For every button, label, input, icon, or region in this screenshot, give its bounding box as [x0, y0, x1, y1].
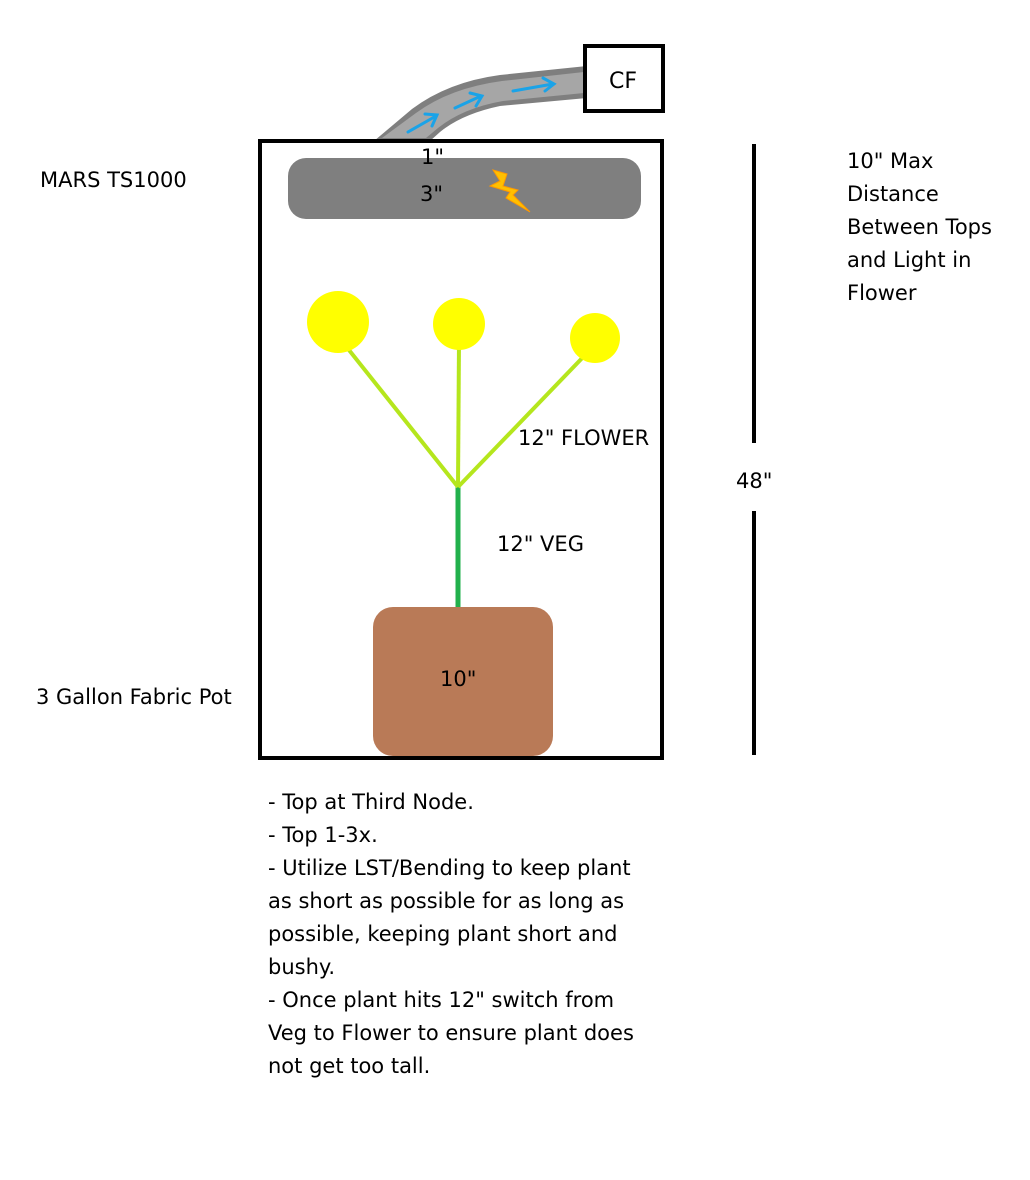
- bud-center: [433, 298, 485, 350]
- light-model-label: MARS TS1000: [40, 168, 187, 192]
- note-line: as short as possible for as long as: [268, 889, 625, 913]
- note-line: Flower: [847, 281, 917, 305]
- pot-size-label: 10": [440, 667, 476, 691]
- branch-right: [456, 350, 590, 489]
- carbon-filter-box: [583, 44, 665, 113]
- carbon-filter-label: CF: [609, 69, 637, 94]
- fabric-pot: [373, 607, 553, 756]
- branch-left: [343, 343, 460, 489]
- grow-notes: - Top at Third Node. - Top 1-3x. - Utili…: [268, 786, 668, 1083]
- pot-name-label: 3 Gallon Fabric Pot: [36, 685, 232, 709]
- light-panel: [288, 158, 641, 219]
- bud-right: [570, 313, 620, 363]
- note-line: - Top at Third Node.: [268, 790, 474, 814]
- plant: [307, 291, 620, 608]
- note-line: - Once plant hits 12" switch from: [268, 988, 615, 1012]
- note-line: - Utilize LST/Bending to keep plant: [268, 856, 631, 880]
- note-line: - Top 1-3x.: [268, 823, 378, 847]
- branch-center: [456, 341, 461, 488]
- arrow-right-icon: [453, 91, 485, 110]
- light-height-label: 3": [420, 182, 443, 206]
- veg-height-label: 12" VEG: [497, 532, 584, 556]
- note-line: 10" Max: [847, 149, 934, 173]
- duct: [374, 66, 587, 141]
- tent-height-label: 48": [736, 469, 772, 493]
- arrow-right-icon: [406, 112, 440, 134]
- flower-height-label: 12" FLOWER: [518, 426, 649, 450]
- bud-left: [307, 291, 369, 353]
- note-line: possible, keeping plant short and: [268, 922, 618, 946]
- note-line: Veg to Flower to ensure plant does: [268, 1021, 634, 1045]
- note-line: bushy.: [268, 955, 335, 979]
- note-line: not get too tall.: [268, 1054, 431, 1078]
- note-line: Between Tops: [847, 215, 992, 239]
- arrow-right-icon: [511, 76, 557, 93]
- tent-outline: [258, 139, 664, 760]
- light-gap-label: 1": [421, 145, 444, 169]
- lightning-bolt-icon: [488, 169, 531, 213]
- note-line: Distance: [847, 182, 939, 206]
- note-line: and Light in: [847, 248, 972, 272]
- max-distance-note: 10" Max Distance Between Tops and Light …: [847, 145, 1022, 310]
